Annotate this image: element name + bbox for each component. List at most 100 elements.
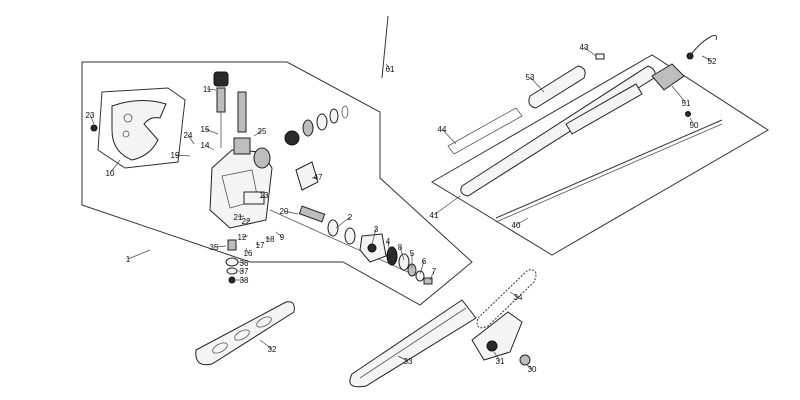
leader-line-43 <box>583 46 597 57</box>
part-label-52: 52 <box>708 57 717 66</box>
part-label-51: 51 <box>682 99 691 108</box>
leader-lines <box>89 46 713 370</box>
tube-frame-41 <box>431 54 769 256</box>
nut-part-36 <box>225 257 239 267</box>
part-label-38: 38 <box>240 276 249 285</box>
screw-23 <box>90 124 98 132</box>
part-label-61: 61 <box>386 65 395 74</box>
washer-part <box>316 113 328 131</box>
part-label-7: 7 <box>432 267 437 276</box>
leader-line-7 <box>429 270 435 281</box>
leader-line-41 <box>433 195 461 216</box>
hook-part-52 <box>689 35 717 57</box>
part-label-47: 47 <box>314 173 323 182</box>
bracket-part-10 <box>111 100 167 161</box>
bearing-part <box>302 119 314 137</box>
part-label-33: 33 <box>404 357 413 366</box>
ring-part <box>344 227 356 245</box>
part-label-36: 36 <box>240 259 249 268</box>
cap-part-11 <box>213 71 229 87</box>
part-label-50: 50 <box>690 121 699 130</box>
washer-part-8 <box>398 253 410 271</box>
gear-part <box>284 130 300 146</box>
leader-line-50 <box>689 117 695 126</box>
leader-line-32 <box>259 339 273 350</box>
part-label-20: 20 <box>280 207 289 216</box>
part-label-8: 8 <box>398 243 403 252</box>
leader-line-31 <box>493 351 501 362</box>
part-label-24: 24 <box>184 131 193 140</box>
part-label-41: 41 <box>430 211 439 220</box>
part-label-11: 11 <box>203 85 212 94</box>
cover-slot <box>234 329 250 341</box>
leader-line-4 <box>387 240 391 255</box>
leader-line-20 <box>283 210 299 215</box>
leader-line-23 <box>89 114 95 125</box>
leader-line-2 <box>335 216 351 229</box>
part-label-19: 19 <box>171 151 180 160</box>
leader-line-15 <box>204 128 219 135</box>
part-label-40: 40 <box>512 221 521 230</box>
cover-slot <box>212 342 228 354</box>
part-label-30: 30 <box>528 365 537 374</box>
bar-groove <box>359 307 467 379</box>
part-label-3: 3 <box>374 225 379 234</box>
leader-line-21 <box>237 215 245 218</box>
drive-shaft-part-40 <box>495 119 723 219</box>
cover-knob <box>486 340 498 352</box>
part-label-25: 25 <box>258 127 267 136</box>
cap-part-6 <box>415 270 425 282</box>
hook-base <box>686 52 694 60</box>
part-label-17: 17 <box>256 241 265 250</box>
part-label-32: 32 <box>268 345 277 354</box>
part-label-4: 4 <box>386 237 391 246</box>
leader-line-30 <box>525 363 533 370</box>
washer-part-2 <box>327 219 339 237</box>
part-label-34: 34 <box>514 293 523 302</box>
screw-part-50 <box>685 111 691 117</box>
leader-line-1 <box>127 249 151 260</box>
shaft-part-20 <box>298 205 326 223</box>
leader-line-61 <box>385 63 391 70</box>
tag-part-43 <box>595 53 605 60</box>
shaft-tube-part <box>565 83 643 135</box>
coupling-part-51 <box>651 63 685 91</box>
screw-part-38 <box>228 276 236 284</box>
leader-line-17 <box>255 243 261 246</box>
bearing-part-4 <box>386 246 398 266</box>
part-label-2: 2 <box>348 213 353 222</box>
leader-line-13 <box>259 194 265 199</box>
bracket-hole <box>122 130 130 138</box>
leader-line-35 <box>213 245 227 248</box>
stem-part-11 <box>216 87 226 113</box>
bolt-part-35 <box>227 239 237 251</box>
leader-line-10 <box>109 159 121 174</box>
part-label-43: 43 <box>580 43 589 52</box>
part-label-31: 31 <box>496 357 505 366</box>
part-label-13: 13 <box>260 191 269 200</box>
bracket-hole <box>123 113 133 123</box>
part-label-22: 22 <box>242 217 251 226</box>
sprocket-cover-part-31 <box>471 311 523 361</box>
part-label-12: 12 <box>238 233 247 242</box>
leader-line-14 <box>204 144 215 151</box>
assembly-frame-1 <box>81 61 473 306</box>
leader-line-19 <box>174 154 191 157</box>
part-label-14: 14 <box>201 141 210 150</box>
leader-line-53 <box>529 76 545 93</box>
drive-shaft-edge <box>495 123 723 223</box>
sprocket-hub <box>367 243 377 253</box>
part-label-37: 37 <box>240 267 249 276</box>
cover-slot <box>256 316 272 328</box>
part-label-9: 9 <box>280 233 285 242</box>
leader-line-18 <box>265 237 271 240</box>
leader-line-25 <box>253 130 263 137</box>
grip-part-53 <box>528 65 586 109</box>
part-label-10: 10 <box>106 169 115 178</box>
part-label-5: 5 <box>410 249 415 258</box>
leader-line-8 <box>399 246 405 261</box>
ring-part <box>329 108 339 124</box>
cover-part-32 <box>195 301 295 366</box>
leader-line-40 <box>515 217 529 226</box>
